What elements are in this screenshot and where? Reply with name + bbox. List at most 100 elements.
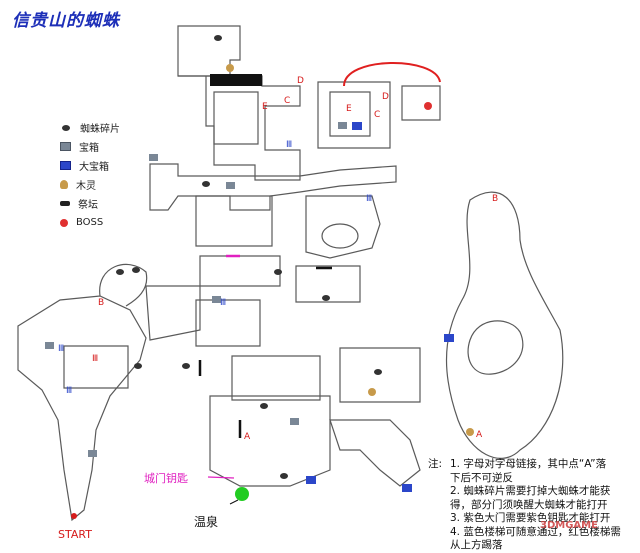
spider-fragment-icon bbox=[134, 363, 142, 369]
purple-door-hall bbox=[199, 255, 281, 287]
top-inner-room bbox=[213, 91, 259, 145]
east-room bbox=[339, 347, 421, 403]
map-roman-blue-2: Ⅲ bbox=[66, 386, 73, 396]
top-right-building bbox=[317, 81, 391, 149]
map-letter-E: E bbox=[262, 102, 268, 112]
map-letter-E-2: E bbox=[346, 104, 352, 114]
city-gate-key-label: 城门钥匙 bbox=[144, 472, 188, 485]
south-hall bbox=[209, 395, 331, 487]
map-roman-red: Ⅲ bbox=[92, 354, 99, 364]
big-chest-icon bbox=[352, 122, 362, 130]
spider-fragment-icon bbox=[182, 363, 190, 369]
note-line: 下后不可逆反 bbox=[450, 471, 513, 484]
note-line: 3. 紫色大门需要紫色钥匙才能打开 bbox=[450, 512, 611, 524]
center-south-block bbox=[231, 355, 321, 401]
spider-fragment-icon bbox=[274, 269, 282, 275]
black-gate bbox=[210, 74, 262, 86]
top-right-inner bbox=[329, 91, 371, 137]
east-lower-corridor bbox=[329, 419, 421, 487]
map-letter-D-2: D bbox=[382, 92, 389, 102]
kodama-icon bbox=[60, 180, 68, 189]
legend-row: 大宝箱 bbox=[60, 156, 120, 175]
chest-icon bbox=[290, 418, 299, 425]
map-letter-A-2: A bbox=[476, 430, 483, 440]
boss-icon bbox=[60, 218, 68, 227]
kodama-markers bbox=[226, 64, 474, 436]
east-island bbox=[445, 191, 564, 459]
notes-box: 注: 1. 字母对字母链接，其中点“A”落 下后不可逆反 2. 蜘蛛碎片需要打掉… bbox=[428, 458, 638, 553]
chest-icon bbox=[88, 450, 97, 457]
big-chest-icon bbox=[306, 476, 316, 484]
kodama-icon bbox=[368, 388, 376, 396]
legend-row: 宝箱 bbox=[60, 137, 120, 156]
spider-fragment-icon bbox=[214, 35, 222, 41]
legend-label: 祭坛 bbox=[78, 200, 98, 211]
spider-fragment-icon bbox=[322, 295, 330, 301]
chest-icon bbox=[212, 296, 221, 303]
chest-markers bbox=[45, 122, 347, 457]
start-marker bbox=[71, 513, 77, 519]
west-passage bbox=[145, 285, 201, 341]
spider-fragment-icon bbox=[132, 267, 140, 273]
legend-label: 宝箱 bbox=[79, 143, 99, 154]
spider-fragment-icon bbox=[62, 124, 70, 131]
right-mid-room bbox=[295, 265, 361, 303]
red-stairs bbox=[343, 62, 441, 87]
map-letter-B-2: B bbox=[492, 194, 499, 204]
map-letter-C: C bbox=[284, 96, 291, 106]
map-title: 信贵山的蜘蛛 bbox=[12, 11, 120, 31]
kodama-icon bbox=[466, 428, 474, 436]
boss-icon bbox=[424, 102, 432, 110]
note-line: 4. 蓝色楼梯可随意通过，红色楼梯需 bbox=[450, 525, 621, 538]
right-cave bbox=[305, 195, 381, 259]
spider-markers bbox=[116, 35, 382, 479]
legend-label: 大宝箱 bbox=[79, 162, 109, 173]
top-center-building bbox=[178, 75, 301, 181]
chest-icon bbox=[338, 122, 347, 129]
note-line: 得，部分门须唤醒大蜘蛛才能打开 bbox=[450, 498, 608, 511]
big-chest-icon bbox=[60, 161, 71, 170]
spider-fragment-icon bbox=[116, 269, 124, 275]
chest-icon bbox=[149, 154, 158, 161]
spider-fragment-icon bbox=[280, 473, 288, 479]
map-letter-B: B bbox=[98, 298, 105, 308]
legend-row: BOSS bbox=[60, 213, 120, 232]
note-line: 2. 蜘蛛碎片需要打掉大蜘蛛才能获 bbox=[450, 485, 611, 497]
kodama-icon bbox=[226, 64, 234, 72]
right-cave-pillar bbox=[321, 223, 359, 249]
note-line: 1. 字母对字母链接，其中点“A”落 bbox=[450, 458, 607, 470]
left-serpentine bbox=[99, 263, 148, 307]
map-roman-blue-4: Ⅲ bbox=[286, 140, 293, 150]
spider-fragment-icon bbox=[374, 369, 382, 375]
east-island-hole bbox=[467, 320, 524, 375]
legend-row: 蜘蛛碎片 bbox=[60, 118, 120, 137]
hot-spring-marker bbox=[235, 487, 249, 501]
spider-fragment-icon bbox=[260, 403, 268, 409]
map-letter-C-2: C bbox=[374, 110, 381, 120]
altar-icon bbox=[60, 201, 70, 206]
spider-fragment-icon bbox=[202, 181, 210, 187]
hot-spring-label: 温泉 bbox=[194, 515, 219, 529]
center-west-block bbox=[195, 299, 261, 347]
map-roman-blue: Ⅲ bbox=[58, 344, 65, 354]
legend-row: 木灵 bbox=[60, 175, 120, 194]
main-corridor bbox=[149, 163, 397, 211]
left-cave-room bbox=[63, 345, 129, 389]
map-walls bbox=[17, 25, 564, 522]
watermark-logo: 3DMGAME bbox=[540, 520, 598, 531]
big-chest-icon bbox=[402, 484, 412, 492]
chest-icon bbox=[60, 142, 71, 151]
chest-icon bbox=[226, 182, 235, 189]
notes-prefix: 注: bbox=[428, 458, 443, 470]
start-label: START bbox=[58, 528, 92, 541]
note-line: 从上方踢落 bbox=[450, 539, 503, 551]
map-roman-blue-5: Ⅲ bbox=[366, 194, 373, 204]
legend-label: 木灵 bbox=[76, 181, 96, 192]
top-boss-room bbox=[401, 85, 441, 121]
legend-label: 蜘蛛碎片 bbox=[80, 124, 120, 135]
map-letter-A: A bbox=[244, 432, 251, 442]
map-roman-blue-3: Ⅲ bbox=[220, 298, 227, 308]
left-cave bbox=[17, 295, 147, 522]
legend-row: 祭坛 bbox=[60, 194, 120, 213]
